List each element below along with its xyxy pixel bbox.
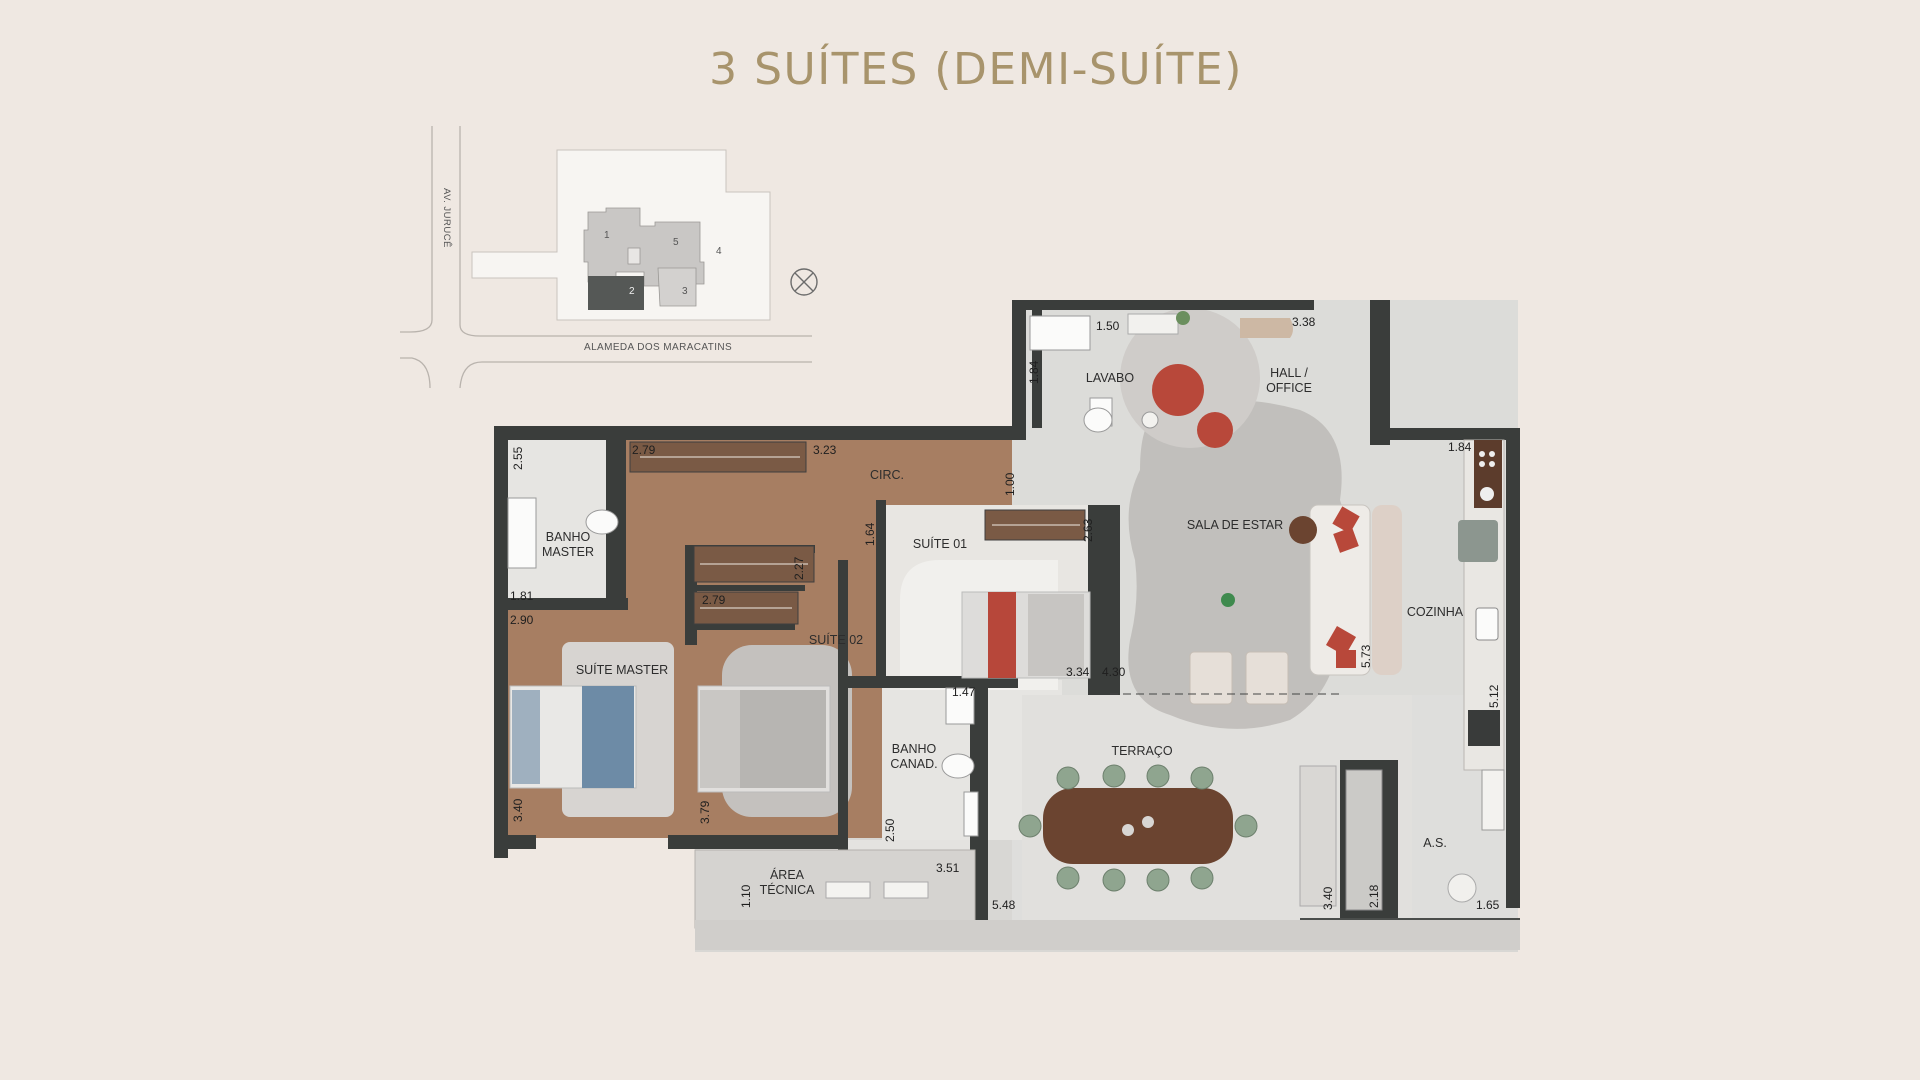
room-label-suite-02: SUÍTE 02 xyxy=(808,633,864,647)
room-label-terraco: TERRAÇO xyxy=(1111,744,1173,758)
dimension-3-51: 3.51 xyxy=(936,861,960,875)
north-icon xyxy=(790,268,818,296)
highlighted-block xyxy=(588,276,644,310)
block-label-4: 4 xyxy=(716,246,722,257)
dimension-3-40-b: 3.40 xyxy=(1321,886,1335,910)
dimension-3-38: 3.38 xyxy=(1292,315,1316,329)
room-label-as: A.S. xyxy=(1423,836,1447,850)
bed-suite-02 xyxy=(697,685,831,793)
dimension-2-27: 2.27 xyxy=(792,556,806,580)
room-label-banho-master: BANHO MASTER xyxy=(541,530,595,559)
bed-suite-01 xyxy=(961,591,1091,679)
dimension-1-47: 1.47 xyxy=(952,685,976,699)
dimension-2-18: 2.18 xyxy=(1367,884,1381,908)
room-label-cozinha: COZINHA xyxy=(1406,605,1464,619)
dimension-1-50: 1.50 xyxy=(1096,319,1120,333)
room-label-sala-de-estar: SALA DE ESTAR xyxy=(1186,518,1284,532)
room-label-banho-canad: BANHO CANAD. xyxy=(890,742,938,771)
dimension-5-48: 5.48 xyxy=(992,898,1016,912)
room-label-suite-01: SUÍTE 01 xyxy=(912,537,968,551)
dimension-2-63: 2.63 xyxy=(1081,518,1095,542)
dimension-1-00: 1.00 xyxy=(1003,472,1017,496)
dimension-2-79-b: 2.79 xyxy=(702,593,726,607)
dimension-2-55: 2.55 xyxy=(511,446,525,470)
dimension-3-23: 3.23 xyxy=(813,443,837,457)
dimension-1-65: 1.65 xyxy=(1476,898,1500,912)
dimension-1-84-b: 1.84 xyxy=(1448,440,1472,454)
dimension-1-84-a: 1.84 xyxy=(1027,360,1041,384)
dimension-1-10: 1.10 xyxy=(739,884,753,908)
dimension-2-90: 2.90 xyxy=(510,613,534,627)
dimension-2-50: 2.50 xyxy=(883,818,897,842)
block-label-3: 3 xyxy=(682,286,688,297)
dimension-3-79: 3.79 xyxy=(698,800,712,824)
room-label-area-tecnica: ÁREA TÉCNICA xyxy=(759,868,815,897)
bed-suite-master xyxy=(509,685,637,789)
block-label-2: 2 xyxy=(629,286,635,297)
room-label-hall-office: HALL / OFFICE xyxy=(1266,366,1312,395)
block-label-5: 5 xyxy=(673,237,679,248)
dimension-2-79-a: 2.79 xyxy=(632,443,656,457)
block-label-1: 1 xyxy=(604,230,610,241)
dimension-5-12: 5.12 xyxy=(1487,684,1501,708)
dimension-4-30: 4.30 xyxy=(1102,665,1126,679)
street-label-alameda: ALAMEDA DOS MARACATINS xyxy=(584,342,733,353)
dimension-1-81: 1.81 xyxy=(510,589,534,603)
page-title: 3 SUÍTES (DEMI-SUÍTE) xyxy=(709,44,1243,95)
dimension-3-34: 3.34 xyxy=(1066,665,1090,679)
room-label-suite-master: SUÍTE MASTER xyxy=(575,663,669,677)
room-label-lavabo: LAVABO xyxy=(1085,371,1135,385)
dimension-5-73: 5.73 xyxy=(1359,644,1373,668)
dimension-1-64: 1.64 xyxy=(863,522,877,546)
dimension-3-40-a: 3.40 xyxy=(511,798,525,822)
room-label-circ: CIRC. xyxy=(869,468,905,482)
